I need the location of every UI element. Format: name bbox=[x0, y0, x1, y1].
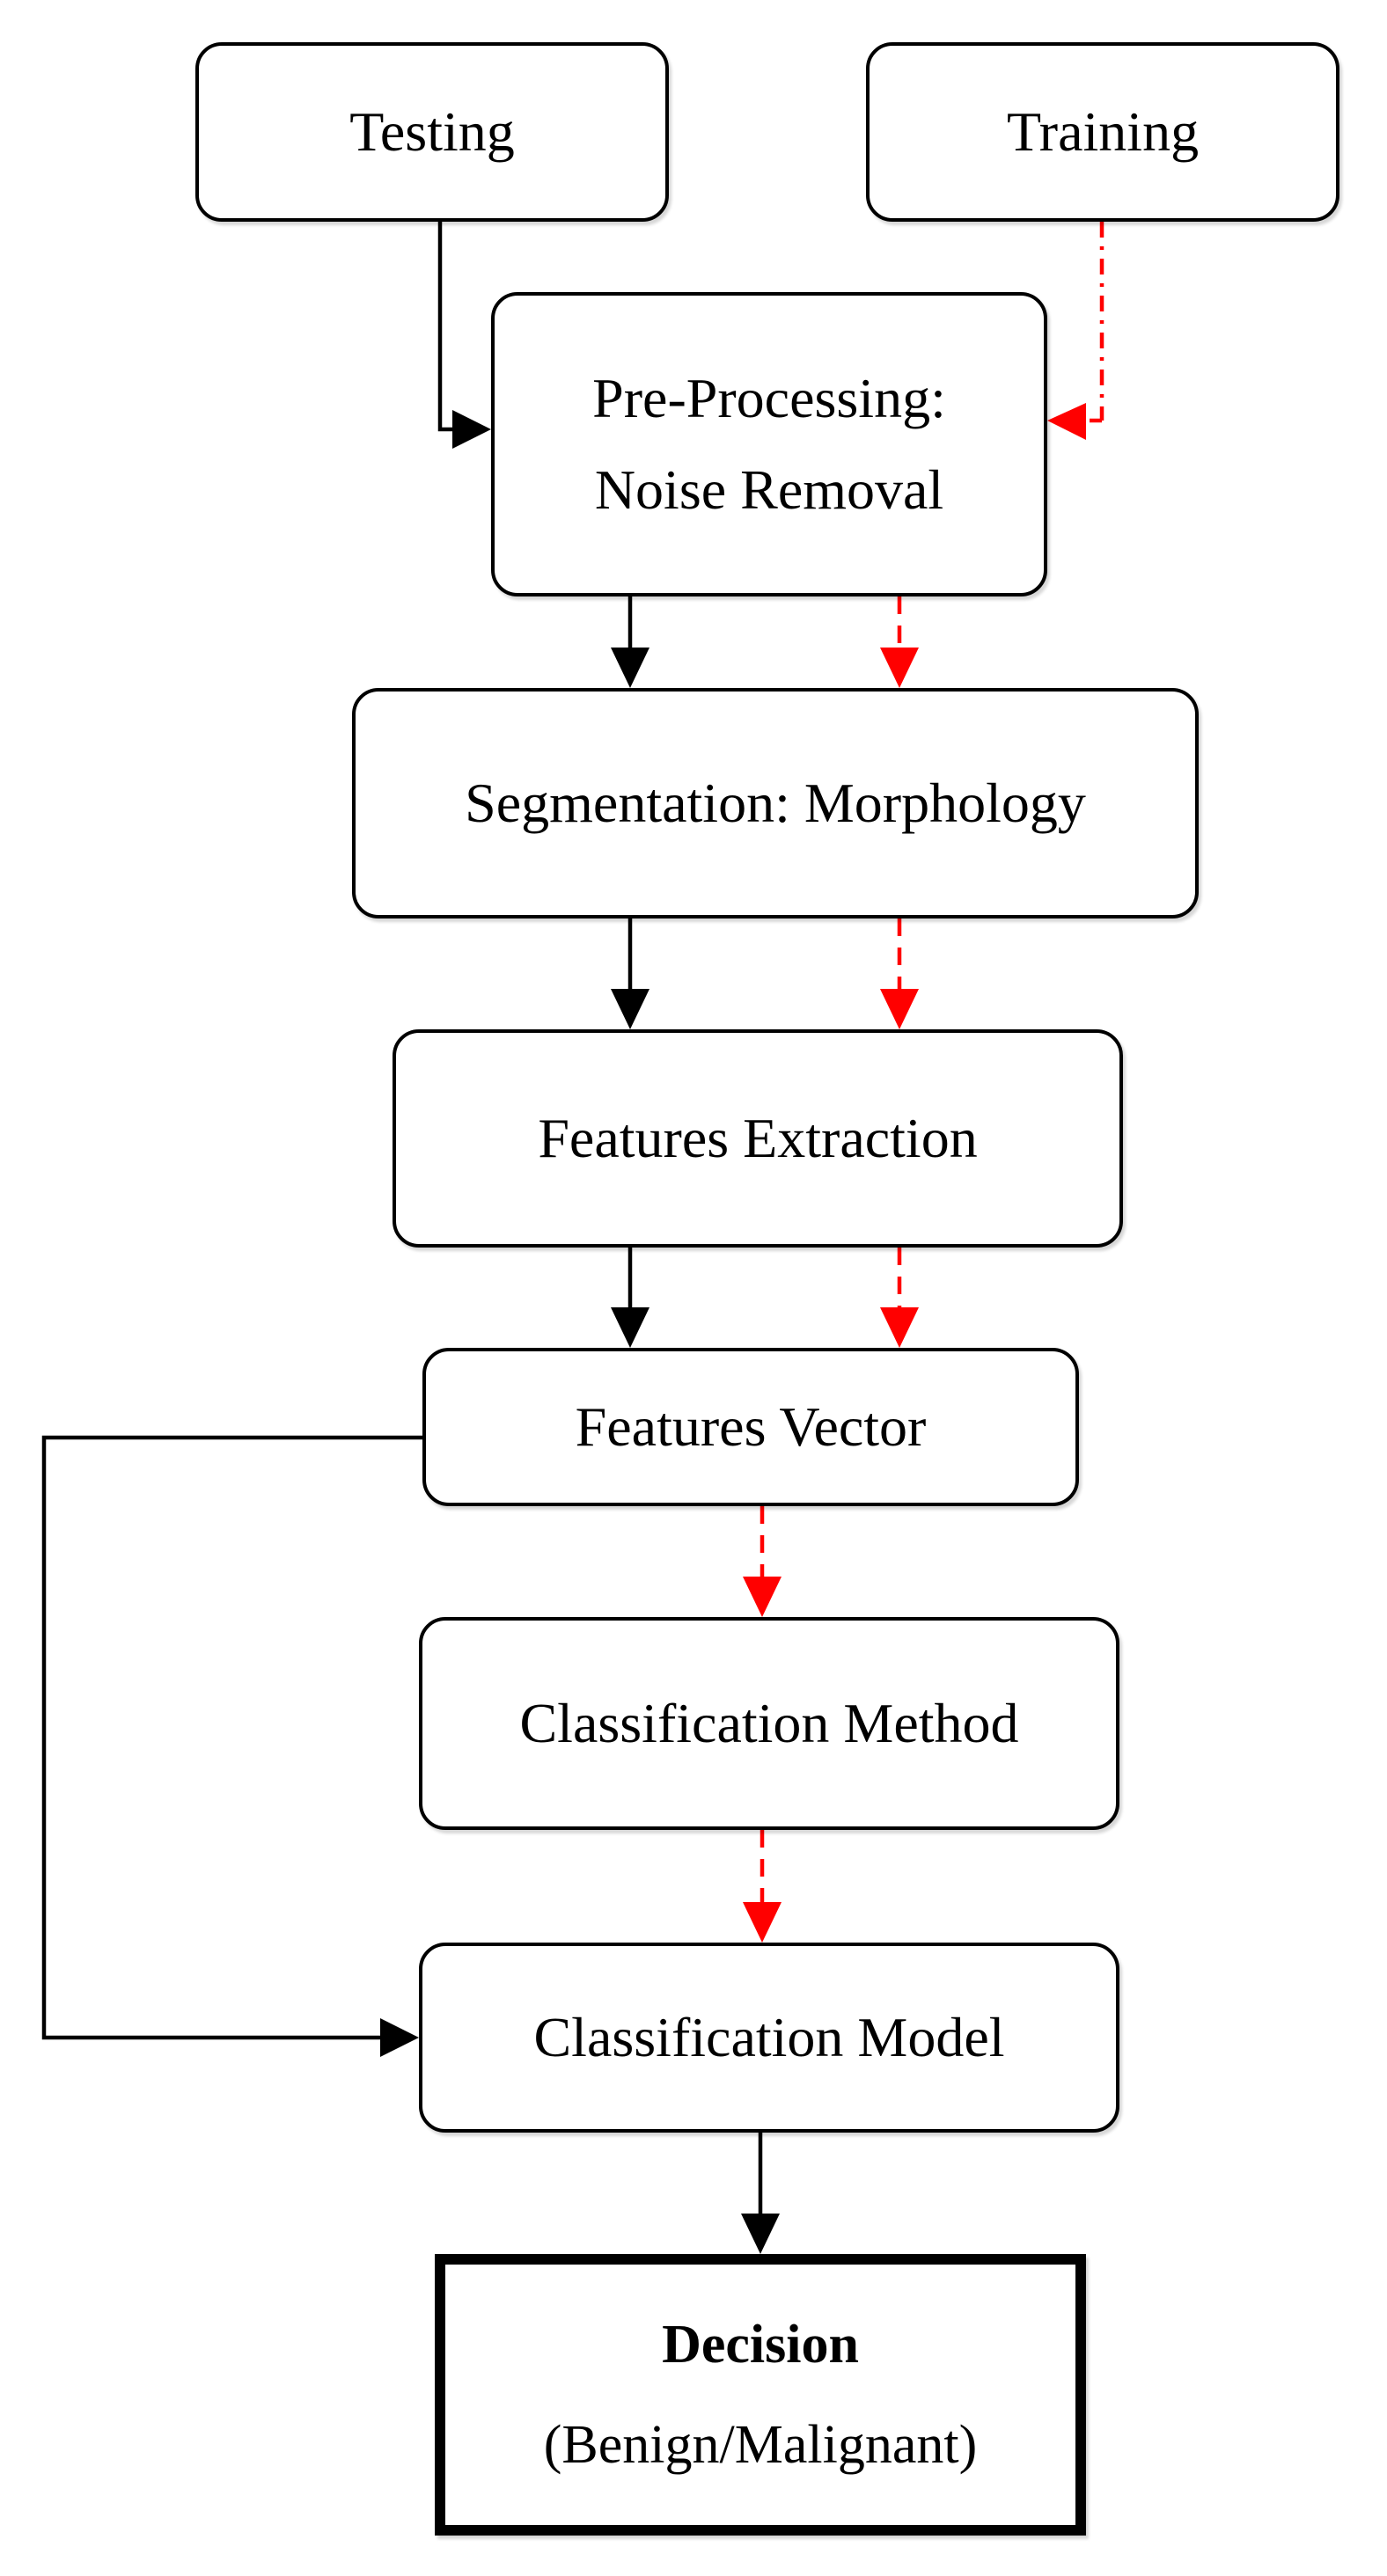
edge-training-to-preprocessing bbox=[1047, 222, 1104, 440]
node-decision-title: Decision bbox=[662, 2315, 859, 2375]
arrowhead-down-icon bbox=[880, 648, 919, 688]
arrowhead-down-icon bbox=[611, 1307, 649, 1348]
arrowhead-down-icon bbox=[743, 1577, 782, 1617]
node-features-extraction: Features Extraction bbox=[393, 1029, 1123, 1248]
edge-method-to-model-red bbox=[743, 1830, 782, 1943]
edge-segmentation-to-extraction-red bbox=[880, 918, 919, 1029]
arrowhead-down-icon bbox=[880, 1307, 919, 1348]
edge-extraction-to-vector-red bbox=[880, 1248, 919, 1348]
node-segmentation-label: Segmentation: Morphology bbox=[465, 772, 1086, 834]
arrowhead-down-icon bbox=[741, 2214, 780, 2254]
node-features-extraction-label: Features Extraction bbox=[538, 1107, 978, 1169]
node-classification-model-label: Classification Model bbox=[533, 2006, 1005, 2068]
edge-segmentation-to-extraction-black bbox=[611, 918, 649, 1029]
node-testing-label: Testing bbox=[349, 100, 515, 163]
edge-preprocessing-to-segmentation-black bbox=[611, 596, 649, 688]
edge-vector-to-model-bypass bbox=[41, 1435, 422, 2057]
edge-preprocessing-to-segmentation-red bbox=[880, 596, 919, 688]
node-decision: Decision (Benign/Malignant) bbox=[435, 2254, 1086, 2536]
arrowhead-down-icon bbox=[880, 989, 919, 1029]
arrowhead-right-icon bbox=[380, 2018, 419, 2057]
edge-model-to-decision bbox=[741, 2133, 780, 2254]
node-training: Training bbox=[866, 42, 1339, 222]
node-classification-model: Classification Model bbox=[419, 1943, 1119, 2133]
node-training-label: Training bbox=[1006, 100, 1200, 163]
edge-testing-to-preprocessing bbox=[437, 222, 491, 449]
edge-vector-to-method-red bbox=[743, 1506, 782, 1617]
node-decision-subtitle: (Benign/Malignant) bbox=[543, 2415, 978, 2475]
node-preprocessing-line2: Noise Removal bbox=[594, 458, 944, 521]
arrowhead-right-icon bbox=[452, 410, 491, 449]
arrowhead-down-icon bbox=[611, 989, 649, 1029]
edge-extraction-to-vector-black bbox=[611, 1248, 649, 1348]
arrowhead-left-icon bbox=[1047, 403, 1086, 440]
node-preprocessing-line1: Pre-Processing: bbox=[592, 367, 946, 429]
node-features-vector: Features Vector bbox=[422, 1348, 1079, 1506]
node-features-vector-label: Features Vector bbox=[575, 1395, 927, 1458]
arrowhead-down-icon bbox=[611, 648, 649, 688]
node-preprocessing: Pre-Processing: Noise Removal bbox=[491, 292, 1047, 596]
node-testing: Testing bbox=[195, 42, 669, 222]
node-classification-method: Classification Method bbox=[419, 1617, 1119, 1830]
node-segmentation: Segmentation: Morphology bbox=[352, 688, 1199, 918]
node-classification-method-label: Classification Method bbox=[519, 1692, 1019, 1754]
arrowhead-down-icon bbox=[743, 1902, 782, 1943]
